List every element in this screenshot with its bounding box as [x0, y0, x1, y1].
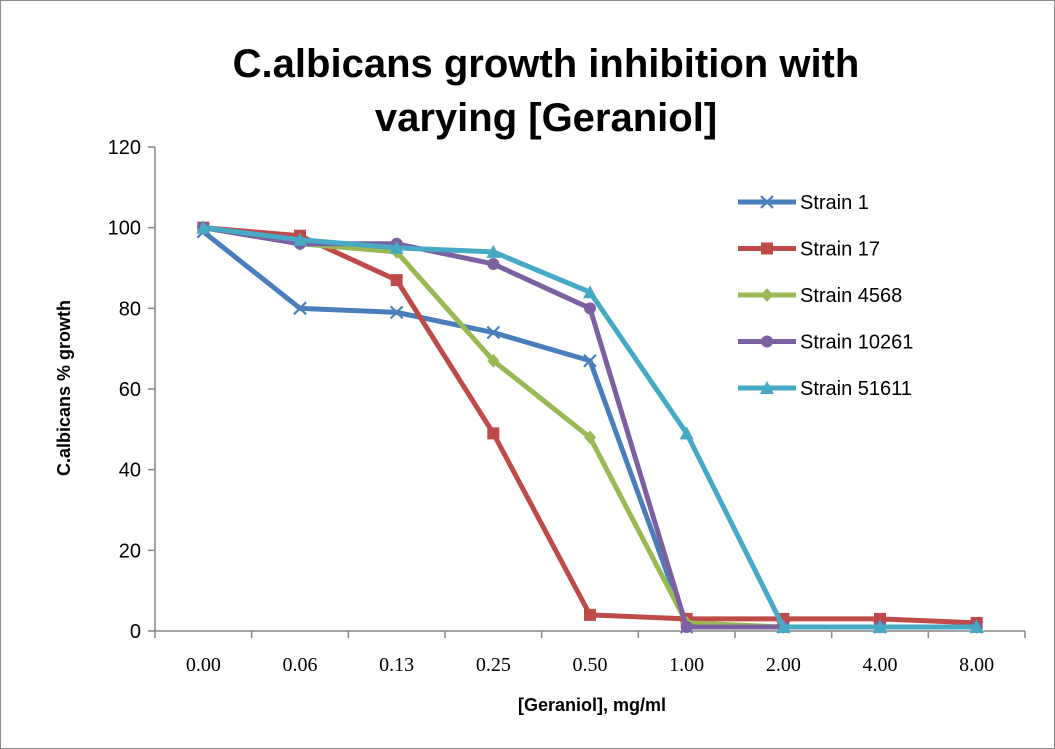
x-tick-label: 8.00	[959, 654, 994, 676]
data-point	[487, 353, 500, 368]
x-tick-label: 4.00	[863, 654, 898, 676]
series-4	[197, 221, 983, 633]
series-3	[197, 220, 983, 634]
x-tick-label: 0.13	[379, 654, 414, 676]
data-point	[679, 426, 694, 440]
legend-label: Strain 1	[800, 192, 869, 214]
y-tick-label: 60	[119, 379, 141, 401]
legend-label: Strain 4568	[800, 285, 902, 307]
x-tick-label: 1.00	[669, 654, 704, 676]
plot-area	[196, 220, 984, 634]
data-point	[389, 305, 404, 320]
data-point	[486, 244, 501, 258]
y-tick-label: 100	[108, 218, 141, 240]
data-point	[760, 381, 774, 394]
y-tick-label: 0	[130, 621, 141, 643]
x-tick-label: 0.00	[186, 654, 221, 676]
legend-item-1: Strain 1	[738, 192, 869, 214]
data-point	[390, 274, 403, 287]
data-point	[487, 257, 500, 270]
data-point	[196, 220, 211, 234]
data-point	[389, 240, 404, 254]
data-point	[583, 285, 597, 299]
data-point	[487, 427, 500, 440]
legend-label: Strain 17	[800, 239, 880, 261]
y-tick-label: 20	[119, 540, 141, 562]
data-point	[293, 301, 307, 316]
data-point	[761, 335, 773, 348]
legend-item-3: Strain 4568	[738, 285, 902, 307]
legend-label: Strain 10261	[800, 332, 913, 354]
chart-title: C.albicans growth inhibition with varyin…	[232, 42, 860, 140]
legend-item-5: Strain 51611	[738, 378, 912, 400]
legend-item-4: Strain 10261	[738, 332, 913, 354]
data-point	[680, 620, 693, 633]
y-tick-label: 40	[119, 460, 141, 482]
series-5	[196, 220, 984, 633]
axes: 0 20 40 60 80 100 120 0.00 0.06 0.13 0.25 0.50 1.00 2…	[108, 137, 1026, 676]
series-2	[197, 221, 983, 629]
data-point	[584, 430, 596, 445]
x-axis-label: [Geraniol], mg/ml	[518, 695, 666, 715]
y-tick-label: 120	[108, 137, 141, 159]
data-point	[969, 619, 984, 633]
data-point	[584, 302, 596, 315]
data-point	[293, 232, 307, 246]
y-tick-label: 80	[119, 298, 141, 320]
x-tick-label: 2.00	[766, 654, 801, 676]
legend-label: Strain 51611	[800, 378, 912, 400]
data-point	[761, 288, 773, 302]
legend-item-2: Strain 17	[738, 239, 880, 261]
x-tick-label: 0.25	[476, 654, 511, 676]
data-point	[486, 325, 501, 340]
data-point	[873, 619, 887, 633]
data-point	[761, 242, 773, 255]
data-point	[583, 353, 597, 368]
x-tick-label: 0.06	[283, 654, 318, 676]
data-point	[760, 195, 774, 209]
y-axis-label: C.albicans % growth	[54, 300, 74, 476]
x-tick-label: 0.50	[573, 654, 608, 676]
data-point	[776, 619, 791, 633]
data-point	[584, 608, 596, 621]
